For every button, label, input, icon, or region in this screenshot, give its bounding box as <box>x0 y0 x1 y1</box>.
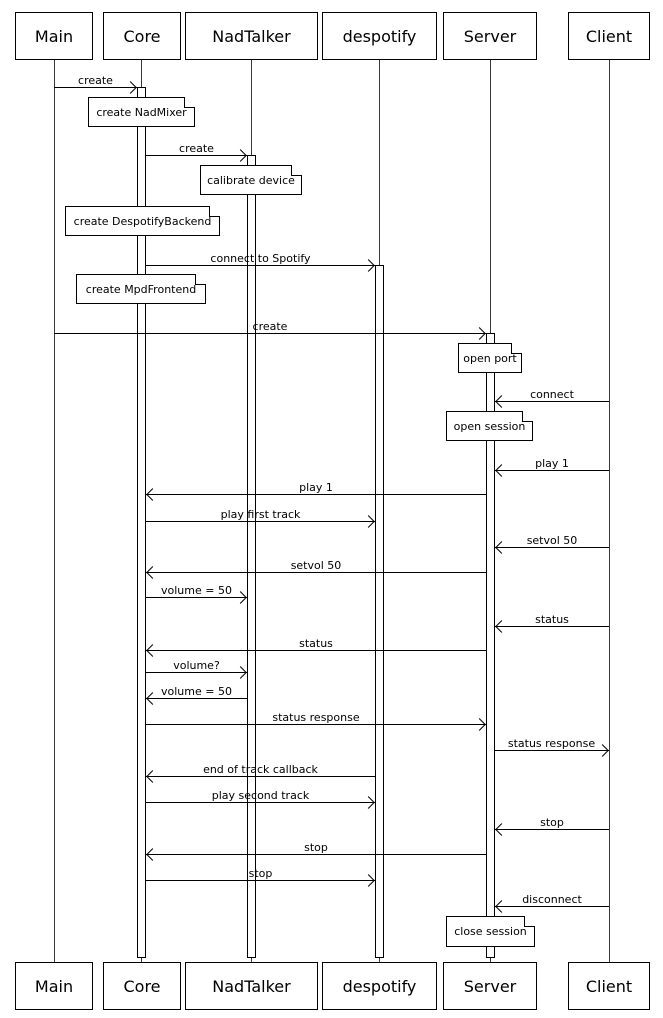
note-fold-icon <box>291 165 302 176</box>
note-fold-icon <box>524 916 535 927</box>
note-close-session: close session <box>446 916 535 947</box>
note-fold-icon <box>195 274 206 285</box>
message-label: create <box>252 320 288 333</box>
note-open-session: open session <box>446 411 533 441</box>
message-label: setvol 50 <box>526 534 578 547</box>
msg-stop-client-server: stop <box>495 816 609 836</box>
message-label: volume = 50 <box>161 584 232 597</box>
message-label: volume = 50 <box>161 685 232 698</box>
actor-client-bottom: Client <box>568 962 650 1010</box>
message-label: connect <box>530 388 574 401</box>
lifeline-client <box>609 60 610 962</box>
msg-volume-query: volume? <box>146 659 247 679</box>
msg-create-main-server: create <box>54 320 486 340</box>
message-label: status <box>535 613 569 626</box>
msg-status-server-core: status <box>146 637 486 657</box>
message-label: disconnect <box>522 893 582 906</box>
msg-status-response-core-server: status response <box>146 711 486 731</box>
note-text: create NadMixer <box>96 105 187 119</box>
note-create-despotifybackend: create DespotifyBackend <box>65 206 220 236</box>
message-label: create <box>78 74 113 87</box>
msg-status-response-server-client: status response <box>494 737 609 757</box>
note-fold-icon <box>209 206 220 217</box>
note-text: open port <box>463 351 517 365</box>
msg-connect-to-spotify: connect to Spotify <box>146 252 375 272</box>
note-text: create DespotifyBackend <box>73 214 212 228</box>
activation-despotify <box>375 265 384 958</box>
actor-server-bottom: Server <box>443 962 537 1010</box>
note-fold-icon <box>511 343 522 354</box>
actor-client-top: Client <box>568 12 650 60</box>
actor-main-bottom: Main <box>15 962 93 1010</box>
actor-despotify-bottom: despotify <box>322 962 437 1010</box>
msg-status-client-server: status <box>495 613 609 633</box>
msg-setvol50-client-server: setvol 50 <box>495 534 609 554</box>
msg-create-main-core: create <box>54 74 137 94</box>
message-label: stop <box>248 867 273 880</box>
message-label: play second track <box>211 789 310 802</box>
note-open-port: open port <box>458 343 522 373</box>
note-text: calibrate device <box>207 173 295 187</box>
message-label: setvol 50 <box>290 559 342 572</box>
msg-stop-core-despotify: stop <box>146 867 375 887</box>
activation-core <box>137 87 146 958</box>
note-text: open session <box>453 419 526 433</box>
msg-disconnect-client-server: disconnect <box>495 893 609 913</box>
message-label: status response <box>272 711 360 724</box>
actor-nadtalker-top: NadTalker <box>185 12 318 60</box>
actor-despotify-top: despotify <box>322 12 437 60</box>
message-label: stop <box>304 841 328 854</box>
msg-play-first-track: play first track <box>146 508 375 528</box>
message-label: play 1 <box>299 481 333 494</box>
msg-setvol50-server-core: setvol 50 <box>146 559 486 579</box>
msg-volume50-core-nadtalker: volume = 50 <box>146 584 247 604</box>
note-fold-icon <box>184 97 195 108</box>
note-text: close session <box>454 925 527 938</box>
msg-stop-server-core: stop <box>146 841 486 861</box>
activation-server <box>486 333 495 958</box>
note-calibrate-device: calibrate device <box>200 165 302 195</box>
actor-main-top: Main <box>15 12 93 60</box>
note-fold-icon <box>522 411 533 422</box>
actor-core-bottom: Core <box>103 962 181 1010</box>
message-label: play 1 <box>535 457 569 470</box>
msg-create-core-nadtalker: create <box>146 142 247 162</box>
message-label: status <box>299 637 333 650</box>
lifeline-main <box>54 60 55 962</box>
actor-server-top: Server <box>443 12 537 60</box>
message-label: stop <box>540 816 564 829</box>
activation-nadtalker <box>247 155 256 958</box>
msg-play1-server-core: play 1 <box>146 481 486 501</box>
note-text: create MpdFrontend <box>85 282 197 296</box>
msg-play1-client-server: play 1 <box>495 457 609 477</box>
message-label: create <box>179 142 214 155</box>
actor-core-top: Core <box>103 12 181 60</box>
msg-connect-client-server: connect <box>495 388 609 408</box>
note-create-mpdfrontend: create MpdFrontend <box>76 274 206 304</box>
message-label: status response <box>507 737 596 750</box>
message-label: end of track callback <box>203 763 318 776</box>
message-label: volume? <box>173 659 220 672</box>
message-label: connect to Spotify <box>210 252 311 265</box>
note-create-nadmixer: create NadMixer <box>88 97 195 127</box>
message-label: play first track <box>220 508 301 521</box>
actor-nadtalker-bottom: NadTalker <box>185 962 318 1010</box>
msg-end-of-track-callback: end of track callback <box>146 763 375 783</box>
msg-play-second-track: play second track <box>146 789 375 809</box>
msg-volume50-nadtalker-core: volume = 50 <box>146 685 247 705</box>
